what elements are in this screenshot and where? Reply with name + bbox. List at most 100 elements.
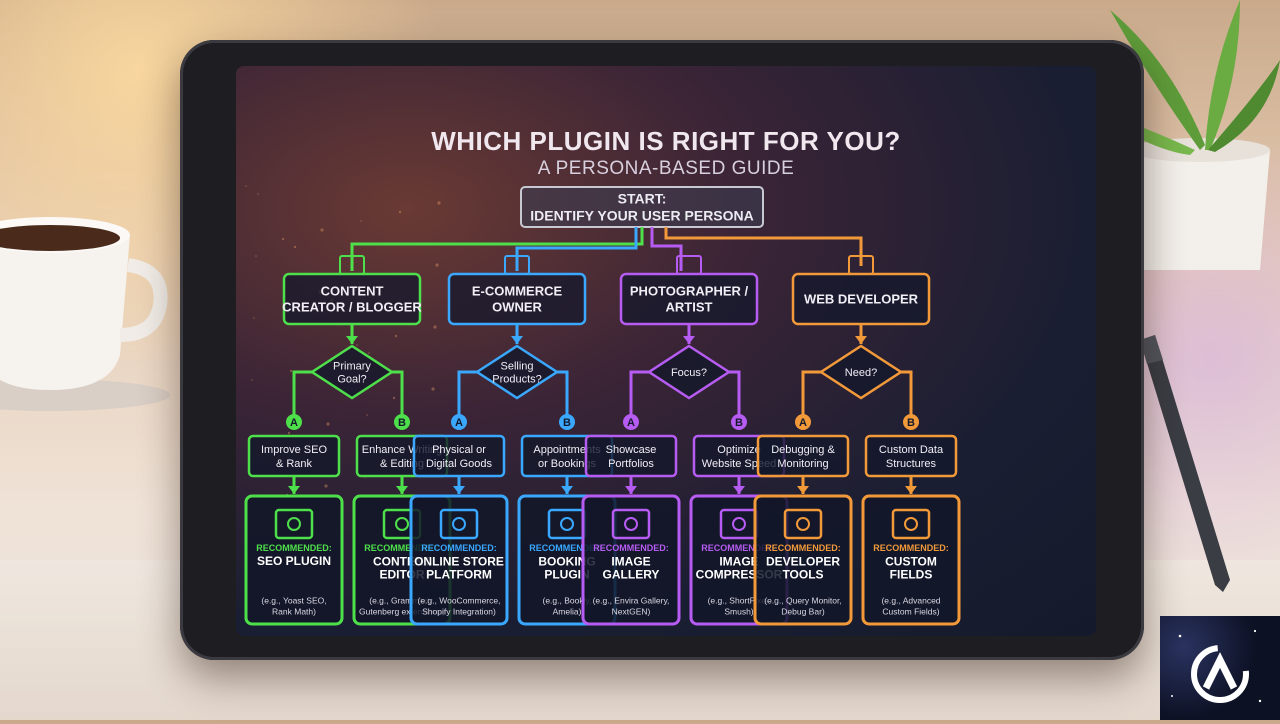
recommended-examples: (e.g., Query Monitor, bbox=[764, 595, 841, 605]
option-letter-badge bbox=[286, 414, 302, 430]
recommended-examples: (e.g., Grammarly, bbox=[369, 595, 435, 605]
recommended-plugin: DEVELOPER bbox=[766, 555, 840, 569]
sparkle bbox=[398, 210, 402, 214]
branch-line-creator bbox=[350, 227, 644, 271]
sparkle bbox=[253, 317, 255, 319]
sparkle bbox=[368, 352, 370, 354]
option-letter-badge bbox=[451, 414, 467, 430]
option-branch bbox=[292, 370, 312, 418]
option-letter-badge bbox=[559, 414, 575, 430]
option-label: Physical or bbox=[432, 444, 486, 456]
decision-label: Primary bbox=[333, 360, 371, 372]
recommended-tag: RECOMMENDED: bbox=[765, 543, 841, 553]
option-letter-badge bbox=[394, 414, 410, 430]
option-letter-badge bbox=[731, 414, 747, 430]
persona-label: PHOTOGRAPHER / bbox=[630, 284, 749, 299]
option-box bbox=[412, 434, 506, 478]
recommended-plugin: IMAGE bbox=[719, 555, 758, 569]
decision-diamond bbox=[646, 344, 732, 400]
persona-label: CONTENT bbox=[321, 284, 384, 299]
recommended-examples: Debug Bar) bbox=[781, 606, 825, 616]
recommended-examples: Smush) bbox=[724, 606, 753, 616]
option-label: Monitoring bbox=[777, 458, 828, 470]
recommended-examples: (e.g., Bookly, bbox=[543, 595, 592, 605]
option-letter: B bbox=[398, 417, 406, 429]
option-label: Improve SEO bbox=[261, 444, 327, 456]
recommended-plugin: TOOLS bbox=[782, 568, 823, 582]
gallery-icon bbox=[611, 508, 651, 540]
sparkle bbox=[324, 484, 328, 488]
option-letter: B bbox=[563, 417, 571, 429]
persona-label: E-COMMERCE bbox=[472, 284, 563, 299]
option-branch bbox=[801, 370, 821, 418]
recommended-examples: (e.g., Yoast SEO, bbox=[261, 595, 326, 605]
arrow-head bbox=[797, 486, 809, 494]
recommended-examples: (e.g., ShortPixel, bbox=[708, 595, 771, 605]
option-letter: A bbox=[455, 417, 463, 429]
branch-line-ecommerce bbox=[515, 227, 638, 271]
recommended-plugin: GALLERY bbox=[603, 568, 660, 582]
recommended-plugin: FIELDS bbox=[890, 568, 933, 582]
recommended-plugin: BOOKING bbox=[538, 555, 595, 569]
recommended-examples: Gutenberg extensions) bbox=[359, 606, 445, 616]
flowchart: START:IDENTIFY YOUR USER PERSONACONTENTC… bbox=[244, 185, 961, 626]
coffee-cup-icon bbox=[0, 217, 170, 411]
option-letter-badge bbox=[795, 414, 811, 430]
sparkle bbox=[356, 344, 358, 346]
option-box bbox=[756, 434, 850, 478]
option-branch bbox=[557, 370, 569, 418]
arrow-head bbox=[683, 336, 695, 344]
decision-label: Focus? bbox=[671, 367, 707, 379]
arrow-head bbox=[288, 486, 300, 494]
option-label: Debugging & bbox=[771, 444, 835, 456]
persona-label: WEB DEVELOPER bbox=[804, 292, 919, 307]
arrow-head bbox=[733, 486, 745, 494]
gear-chart-icon bbox=[783, 508, 823, 540]
recommended-plugin: SEO PLUGIN bbox=[257, 554, 331, 568]
sparkle bbox=[289, 369, 293, 373]
option-label: Appointments bbox=[533, 444, 601, 456]
option-letter: B bbox=[907, 417, 915, 429]
recommended-examples: (e.g., Envira Gallery, bbox=[593, 595, 670, 605]
option-box bbox=[584, 434, 678, 478]
decision-label: Need? bbox=[845, 367, 877, 379]
decision-diamond bbox=[309, 344, 395, 400]
sparkle bbox=[394, 334, 398, 338]
decision-diamond bbox=[474, 344, 560, 400]
option-letter: B bbox=[735, 417, 743, 429]
sparkle bbox=[433, 325, 437, 329]
recommended-tag: RECOMMENDED: bbox=[529, 543, 605, 553]
recommended-tag: RECOMMENDED: bbox=[701, 543, 777, 553]
recommended-tag: RECOMMENDED: bbox=[873, 543, 949, 553]
recommended-plugin: PLUGIN bbox=[544, 568, 589, 582]
shopping-cart-icon bbox=[439, 508, 479, 540]
sparkle bbox=[255, 255, 257, 257]
stylus-icon bbox=[1140, 335, 1230, 592]
arrow-head bbox=[511, 336, 523, 344]
option-box bbox=[864, 434, 958, 478]
option-letter-badge bbox=[623, 414, 639, 430]
recommended-plugin: CUSTOM bbox=[885, 555, 937, 569]
option-letter: A bbox=[290, 417, 298, 429]
decision-diamond bbox=[818, 344, 904, 400]
sparkle bbox=[320, 228, 324, 232]
sparkle bbox=[435, 263, 439, 267]
branch-line-developer bbox=[664, 227, 863, 266]
persona-label: OWNER bbox=[492, 300, 542, 315]
option-branch bbox=[457, 370, 477, 418]
recommended-plugin: PLATFORM bbox=[426, 568, 492, 582]
sparkle bbox=[293, 245, 297, 249]
persona-label: ARTIST bbox=[666, 300, 713, 315]
decision-label: Goal? bbox=[337, 373, 366, 385]
sparkle bbox=[257, 193, 259, 195]
recommended-examples: Shopify Integration) bbox=[422, 606, 496, 616]
arrow-head bbox=[453, 486, 465, 494]
option-letter-badge bbox=[903, 414, 919, 430]
page-title: WHICH PLUGIN IS RIGHT FOR YOU? bbox=[431, 126, 901, 156]
